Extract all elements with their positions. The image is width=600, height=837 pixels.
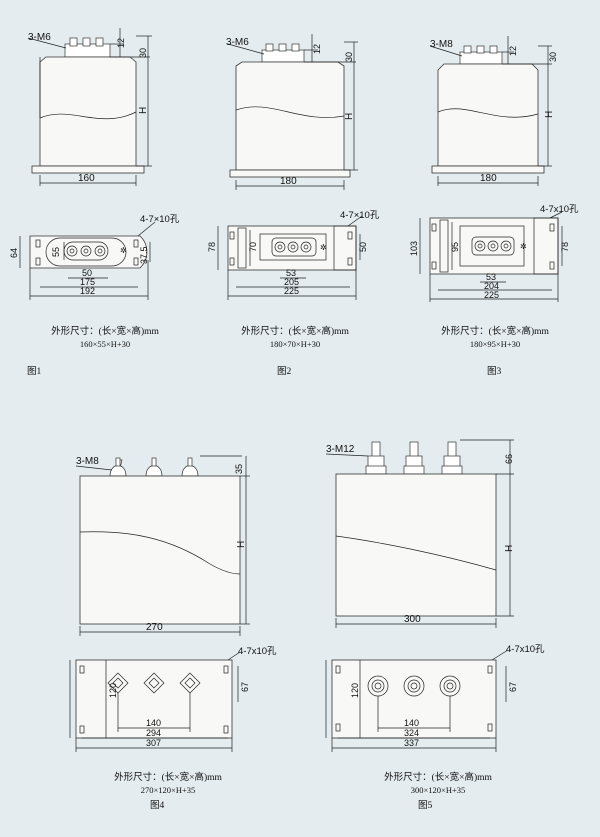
fig4-dim-294: 294 [146,728,161,738]
fig4-caption-title: 外形尺寸：(长×宽×高)mm [114,773,222,783]
fig4-dim-width: 270 [146,622,163,633]
fig5-dim-120: 120 [350,683,360,698]
fig2-dim-12: 12 [312,44,322,54]
fig1-caption-fig: 图1 [27,367,42,377]
fig4-caption: 外形尺寸：(长×宽×高)mm 270×120×H+35 图4 [88,772,248,812]
fig3-caption-fig: 图3 [487,367,502,377]
fig2-dim-78: 78 [207,242,217,252]
fig2-caption-dims: 180×70×H+30 [269,339,321,349]
figure-5-drawing: 3-M12 66 H 300 4-7x10孔 120 67 140 324 33… [325,439,545,752]
fig1-dim-175: 175 [80,277,95,287]
fig2-plan: ✲ 4-7×10孔 78 70 50 53 205 225 [207,210,380,300]
fig3-plan: ✲ 4-7x10孔 103 95 78 53 204 225 [409,204,579,302]
figure-4-drawing: 3-M8 35 H 270 4-7x10孔 120 67 140 294 307 [69,455,277,752]
fig1-caption: 外形尺寸：(长×宽×高)mm 160×55×H+30 图1 [25,326,185,378]
fig3-thread-label: 3-M8 [430,39,453,50]
fig5-dim-140: 140 [404,718,419,728]
fig3-dim-h: H [544,111,555,118]
figure-3-drawing: 3-M8 12 30 H 180 ✲ 4-7x10孔 103 95 78 53 … [409,36,579,302]
fig2-dim-50: 50 [358,242,368,252]
fig5-dim-324: 324 [404,728,419,738]
fig2-dim-205: 205 [284,277,299,287]
fig1-caption-title: 外形尺寸：(长×宽×高)mm [51,327,159,337]
fig3-mark: ✲ [520,242,527,251]
fig3-dim-204: 204 [484,281,499,291]
fig5-caption-dims: 300×120×H+35 [410,785,466,795]
fig3-dim-30: 30 [548,52,558,62]
fig2-dim-70: 70 [248,242,258,252]
fig2-mark: ✲ [320,243,327,252]
fig3-caption-title: 外形尺寸：(长×宽×高)mm [441,327,549,337]
fig4-thread-label: 3-M8 [76,456,99,467]
fig3-hole-label: 4-7x10孔 [540,204,579,215]
fig2-elevation: 3-M6 12 30 H 180 [226,34,358,190]
fig2-dim-width: 180 [280,176,297,187]
fig5-caption-title: 外形尺寸：(长×宽×高)mm [384,773,492,783]
fig4-plan: 4-7x10孔 120 67 140 294 307 [69,646,277,752]
fig4-dim-h: H [236,541,247,548]
fig3-dim-53: 53 [486,272,496,282]
fig5-caption-fig: 图5 [418,801,433,811]
fig1-dim-37.5: 37.5 [139,246,149,264]
fig5-dim-66: 66 [504,454,514,464]
fig1-dim-12: 12 [116,38,126,48]
fig2-dim-53: 53 [286,268,296,278]
fig3-caption-dims: 180×95×H+30 [469,339,521,349]
fig5-dim-337: 337 [404,738,419,748]
fig1-dim-50: 50 [82,268,92,278]
fig4-dim-35: 35 [234,464,244,474]
fig5-plan: 4-7x10孔 120 67 140 324 337 [325,644,545,752]
fig5-hole-label: 4-7x10孔 [506,644,545,655]
fig1-dim-width: 160 [78,173,95,184]
fig4-hole-label: 4-7x10孔 [238,646,277,657]
fig2-hole-label: 4-7×10孔 [340,210,380,221]
fig5-thread-label: 3-M12 [326,444,355,455]
fig4-caption-dims: 270×120×H+35 [140,785,196,795]
fig3-dim-width: 180 [480,173,497,184]
fig5-dim-h: H [504,545,515,552]
fig1-plan: ✲ 4-7×10孔 64 55 37.5 50 175 192 [9,214,180,300]
fig4-terminal-2 [143,672,165,694]
fig1-dim-30: 30 [138,48,148,58]
fig2-caption-fig: 图2 [277,367,292,377]
fig4-elevation: 3-M8 35 H 270 [75,455,250,636]
fig1-mark: ✲ [120,246,127,255]
figure-2-drawing: 3-M6 12 30 H 180 ✲ 4-7×10孔 78 70 50 53 2… [207,34,380,300]
fig3-dim-225: 225 [484,290,499,300]
fig4-caption-fig: 图4 [150,801,165,811]
figure-1-drawing: 3-M6 12 30 H 160 ✲ 4-7×10孔 64 55 37.5 50… [9,28,180,300]
fig4-dim-140: 140 [146,718,161,728]
fig4-dim-67: 67 [240,682,250,692]
fig5-elevation: 3-M12 66 H 300 [325,439,515,628]
fig2-dim-h: H [344,113,355,120]
fig3-dim-12: 12 [508,46,518,56]
fig1-elevation: 3-M6 12 30 H 160 [27,28,152,186]
fig1-dim-64: 64 [9,248,19,258]
fig3-dim-103: 103 [409,241,419,256]
fig5-dim-width: 300 [404,614,421,625]
fig4-dim-120: 120 [108,683,118,698]
fig1-caption-dims: 160×55×H+30 [79,339,131,349]
fig1-dim-192: 192 [80,286,95,296]
fig2-thread-label: 3-M6 [226,37,249,48]
fig3-elevation: 3-M8 12 30 H 180 [429,36,558,186]
fig1-dim-h: H [138,107,149,114]
fig3-dim-95: 95 [450,242,460,252]
fig2-caption: 外形尺寸：(长×宽×高)mm 180×70×H+30 图2 [215,326,375,378]
fig5-terminal-2 [403,675,425,697]
fig4-dim-307: 307 [146,738,161,748]
fig2-dim-30: 30 [344,52,354,62]
fig2-dim-225: 225 [284,286,299,296]
fig2-caption-title: 外形尺寸：(长×宽×高)mm [241,327,349,337]
fig5-dim-67: 67 [508,682,518,692]
fig3-caption: 外形尺寸：(长×宽×高)mm 180×95×H+30 图3 [415,326,575,378]
fig1-dim-55: 55 [51,247,61,257]
fig3-dim-78: 78 [560,242,570,252]
fig1-thread-label: 3-M6 [28,32,51,43]
fig5-caption: 外形尺寸：(长×宽×高)mm 300×120×H+35 图5 [358,772,518,812]
fig1-hole-label: 4-7×10孔 [140,214,180,225]
